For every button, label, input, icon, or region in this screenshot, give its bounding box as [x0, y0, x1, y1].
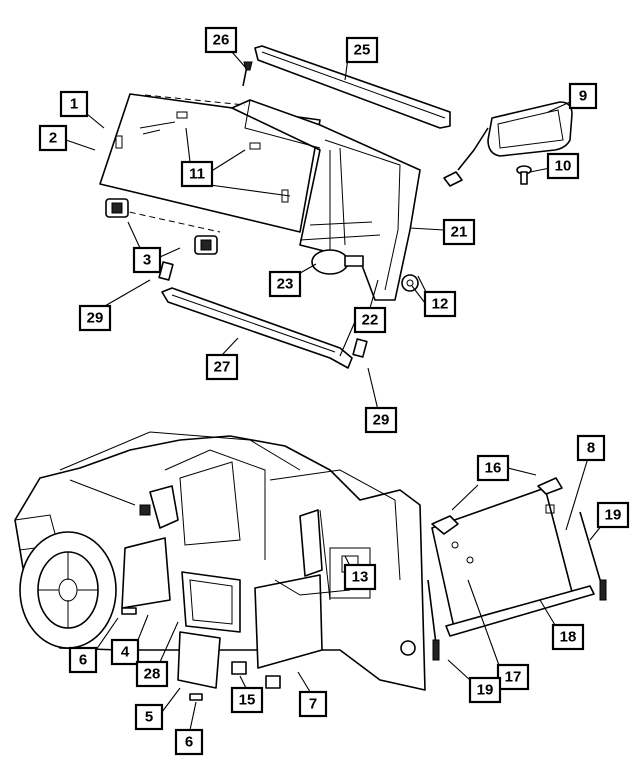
callout-2: 2	[38, 124, 68, 152]
callout-8: 8	[576, 434, 606, 462]
vent-window-seal	[181, 571, 241, 633]
svg-text:25: 25	[354, 42, 371, 59]
callout-16: 16	[476, 454, 510, 482]
windshield-header-seal	[254, 45, 451, 129]
liftgate-support-left	[427, 579, 440, 661]
callout-29-upper-right: 29	[364, 406, 398, 434]
svg-text:7: 7	[309, 696, 317, 713]
svg-text:6: 6	[185, 734, 193, 751]
svg-text:19: 19	[477, 682, 494, 699]
callout-10: 10	[546, 152, 580, 180]
svg-text:27: 27	[214, 359, 231, 376]
windshield-weatherstrip	[161, 287, 353, 369]
svg-text:10: 10	[555, 158, 572, 175]
callout-7: 7	[298, 690, 328, 718]
svg-text:5: 5	[145, 709, 153, 726]
side-glass-latch	[231, 661, 281, 689]
callout-27: 27	[205, 353, 239, 381]
svg-text:8: 8	[587, 440, 595, 457]
callout-12: 12	[423, 290, 457, 318]
front-wheel	[19, 531, 117, 649]
svg-text:3: 3	[143, 252, 151, 269]
svg-text:4: 4	[121, 644, 130, 661]
callout-9: 9	[568, 82, 598, 110]
callout-6-upper: 6	[68, 646, 98, 674]
svg-text:11: 11	[189, 166, 205, 183]
liftgate-defroster-bar	[445, 585, 595, 637]
svg-text:2: 2	[49, 130, 57, 147]
quarter-glass-upper	[121, 537, 171, 609]
svg-text:29: 29	[373, 412, 390, 429]
callout-13: 13	[343, 563, 377, 591]
svg-text:19: 19	[605, 507, 622, 524]
callout-28: 28	[135, 660, 169, 688]
callout-21: 21	[442, 218, 476, 246]
windshield-pad-left	[158, 261, 174, 281]
svg-text:21: 21	[451, 224, 468, 241]
windshield-hinge-right	[194, 235, 218, 255]
glass-pad-front	[121, 607, 137, 615]
callout-6-lower: 6	[174, 728, 204, 756]
svg-text:1: 1	[70, 96, 78, 113]
svg-text:9: 9	[579, 88, 587, 105]
svg-text:29: 29	[87, 310, 104, 327]
callout-3: 3	[132, 246, 162, 274]
svg-text:28: 28	[144, 666, 161, 683]
svg-text:26: 26	[213, 32, 230, 49]
callout-18: 18	[551, 623, 585, 651]
liftgate-hinges	[431, 477, 563, 535]
callout-29-upper-left: 29	[78, 304, 112, 332]
callout-23: 23	[268, 270, 302, 298]
callout-17: 17	[496, 663, 530, 691]
callout-1: 1	[59, 90, 89, 118]
leader-lines	[65, 51, 603, 731]
svg-text:13: 13	[352, 569, 369, 586]
callout-25: 25	[345, 36, 379, 64]
side-mirror	[139, 485, 179, 529]
glass-pad-rear	[189, 693, 203, 701]
svg-text:22: 22	[362, 312, 379, 329]
svg-text:6: 6	[79, 652, 87, 669]
rear-quarter-glass	[274, 509, 371, 599]
svg-text:12: 12	[432, 296, 449, 313]
rear-view-mirror	[443, 101, 573, 187]
quarter-glass-lower	[177, 631, 221, 689]
callout-22: 22	[353, 306, 387, 334]
svg-text:18: 18	[560, 629, 577, 646]
svg-text:15: 15	[239, 692, 256, 709]
windshield-pad-right	[352, 338, 368, 358]
vehicle-body	[14, 431, 426, 691]
callout-19-left: 19	[468, 676, 502, 704]
svg-text:16: 16	[485, 460, 502, 477]
svg-text:17: 17	[505, 669, 522, 686]
mirror-mount-button	[516, 165, 532, 185]
callout-11: 11	[180, 160, 214, 188]
callout-15: 15	[230, 686, 264, 714]
callout-26: 26	[204, 26, 238, 54]
svg-text:23: 23	[277, 276, 294, 293]
windshield-frame-body	[231, 99, 421, 301]
callout-19-right: 19	[596, 501, 630, 529]
liftgate-support-right	[579, 511, 607, 601]
windshield-hinge-left	[105, 198, 129, 218]
side-window-glass	[254, 574, 323, 669]
callout-4: 4	[110, 638, 140, 666]
callout-5: 5	[134, 703, 164, 731]
